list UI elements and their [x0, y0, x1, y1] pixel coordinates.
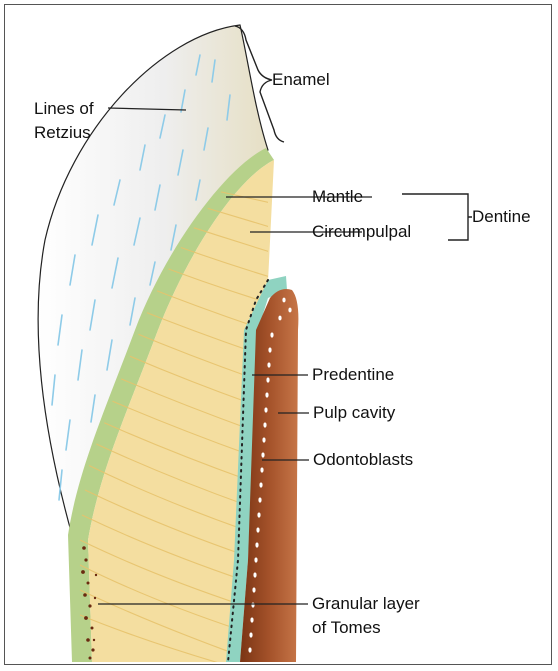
label-granular-layer-line1: Granular layer	[312, 594, 420, 614]
label-granular-layer-line2: of Tomes	[312, 618, 381, 638]
label-odontoblasts: Odontoblasts	[313, 450, 413, 470]
label-lines-of-retzius-line1: Lines of	[34, 99, 94, 119]
label-dentine: Dentine	[472, 207, 531, 227]
label-circumpulpal: Circumpulpal	[312, 222, 411, 242]
label-mantle: Mantle	[312, 187, 363, 207]
label-pulp-cavity: Pulp cavity	[313, 403, 395, 423]
dentine-bracket	[402, 194, 472, 240]
label-enamel: Enamel	[272, 70, 330, 90]
label-predentine: Predentine	[312, 365, 394, 385]
label-lines-of-retzius-line2: Retzius	[34, 123, 91, 143]
